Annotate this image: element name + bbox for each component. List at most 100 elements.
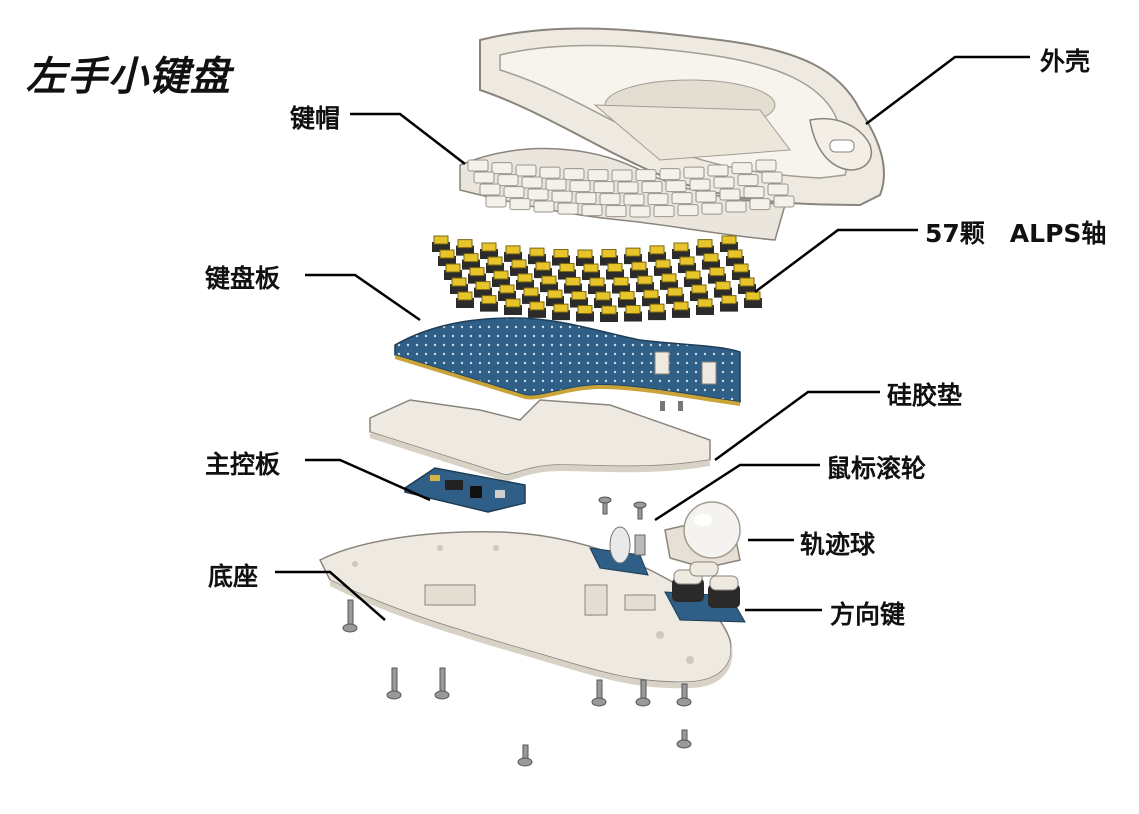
alps-switch	[678, 256, 696, 273]
alps-switch	[642, 289, 660, 307]
trackball-part	[664, 501, 741, 569]
alps-switch	[606, 263, 624, 280]
keycap	[737, 174, 759, 187]
alps-switch	[624, 305, 642, 322]
alps-switch	[504, 245, 522, 262]
shell-part	[479, 27, 885, 207]
alps-switch	[516, 273, 534, 290]
keycap	[467, 159, 489, 172]
alps-switch	[438, 249, 456, 266]
alps-switch	[576, 249, 594, 266]
label-trackball: 轨迹球	[800, 530, 876, 559]
leader-lines	[275, 55, 1030, 621]
alps-switch	[570, 291, 588, 308]
keycap	[575, 192, 597, 205]
keycap	[725, 200, 747, 213]
alps-switch	[528, 301, 546, 318]
keycap	[653, 205, 675, 218]
alps-switch	[618, 291, 636, 308]
keycap	[695, 190, 717, 203]
alps-switch	[552, 249, 570, 266]
keycap	[581, 204, 603, 217]
alps-switch	[726, 249, 744, 266]
alps-switch	[648, 245, 666, 262]
alps-switch	[480, 295, 498, 312]
alps-switch	[510, 259, 528, 276]
alps-switch	[732, 263, 750, 280]
keycap	[497, 174, 519, 187]
label-scroll-wheel: 鼠标滚轮	[826, 454, 927, 483]
alps-switch	[450, 277, 468, 294]
keycap	[731, 162, 753, 175]
alps-switch	[624, 247, 642, 265]
keycap	[509, 198, 531, 211]
alps-switch	[744, 291, 762, 308]
alps-switch	[456, 239, 474, 256]
dpad-part	[664, 561, 746, 623]
keycap	[773, 195, 795, 208]
screws	[342, 496, 692, 767]
alps-switch	[630, 261, 648, 279]
alps-switch	[558, 263, 576, 280]
alps-switch	[612, 277, 630, 294]
keycap	[671, 192, 693, 205]
keycap	[599, 193, 621, 206]
alps-switch	[720, 295, 738, 312]
leader-scroll-wheel	[654, 463, 820, 522]
alps-switch	[582, 263, 600, 280]
alps-switch	[486, 256, 504, 273]
keycap	[635, 169, 657, 182]
switches-part	[432, 235, 762, 322]
alps-switch	[714, 281, 732, 298]
silicone-pad-part	[369, 399, 711, 481]
alps-switch	[552, 303, 570, 321]
leader-keycaps	[350, 112, 466, 165]
keycap	[659, 168, 681, 181]
keycap	[623, 193, 645, 206]
alps-switch	[666, 287, 684, 304]
keycap	[545, 178, 567, 191]
keycap	[749, 198, 771, 211]
alps-switch	[684, 270, 702, 287]
leader-silicone	[714, 390, 880, 462]
keycap	[491, 162, 513, 175]
keycap	[701, 202, 723, 215]
alps-switch	[564, 277, 582, 294]
alps-switch	[576, 305, 594, 322]
leader-plate	[305, 273, 421, 322]
label-shell: 外壳	[1040, 47, 1091, 76]
label-switches: 57颗 ALPS轴	[925, 219, 1107, 248]
alps-switch	[498, 284, 516, 301]
alps-switch	[600, 305, 618, 322]
alps-switch	[534, 261, 552, 279]
alps-switch	[546, 289, 564, 307]
label-silicone-pad: 硅胶垫	[887, 381, 963, 410]
keycap	[713, 176, 735, 189]
alps-switch	[468, 267, 486, 284]
alps-switch	[588, 277, 606, 294]
keycap	[551, 190, 573, 203]
keycap	[743, 186, 765, 199]
alps-switch	[492, 270, 510, 287]
keycap	[515, 164, 537, 177]
diagram-title: 左手小键盘	[26, 54, 231, 100]
keycap	[563, 168, 585, 181]
leader-shell	[865, 55, 1030, 125]
keycap	[677, 204, 699, 217]
keycap	[665, 180, 687, 193]
main-board-part	[404, 467, 526, 513]
alps-switch	[702, 253, 720, 270]
alps-switch	[462, 253, 480, 270]
alps-switch	[660, 273, 678, 290]
alps-switch	[474, 281, 492, 298]
scroll-wheel-part	[589, 526, 649, 576]
keycap	[605, 205, 627, 218]
keycap	[689, 178, 711, 191]
alps-switch	[600, 249, 618, 266]
keycap	[707, 164, 729, 177]
alps-switch	[672, 242, 690, 259]
label-base: 底座	[208, 562, 259, 591]
keycap	[479, 183, 501, 196]
